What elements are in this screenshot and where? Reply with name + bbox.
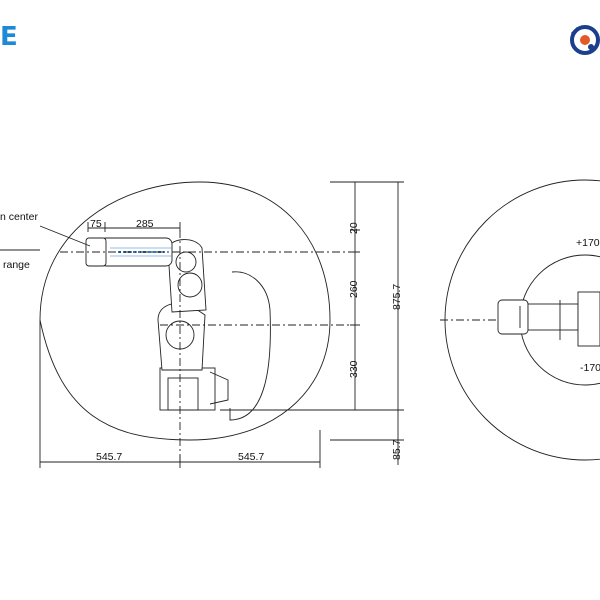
workspace-envelope — [39, 181, 331, 441]
dim-20: 20 — [348, 222, 360, 234]
range-label: range — [3, 259, 30, 271]
dim-545-7-right: 545.7 — [238, 451, 264, 463]
dim-260: 260 — [348, 280, 360, 298]
side-view — [0, 181, 404, 468]
angle-minus-170: -170 — [580, 362, 600, 374]
brand-wordmark: E — [0, 22, 19, 52]
dim-75: 75 — [90, 218, 102, 230]
gear-robot-logo-icon — [570, 25, 600, 55]
center-label: n center — [0, 211, 38, 223]
dim-330: 330 — [348, 360, 360, 378]
angle-plus-170: +170 — [576, 237, 600, 249]
top-view — [440, 179, 600, 461]
dim-875-7: 875.7 — [391, 284, 403, 310]
dim-85-7: 85.7 — [391, 439, 403, 460]
dim-545-7-left: 545.7 — [96, 451, 122, 463]
dim-285: 285 — [136, 218, 154, 230]
